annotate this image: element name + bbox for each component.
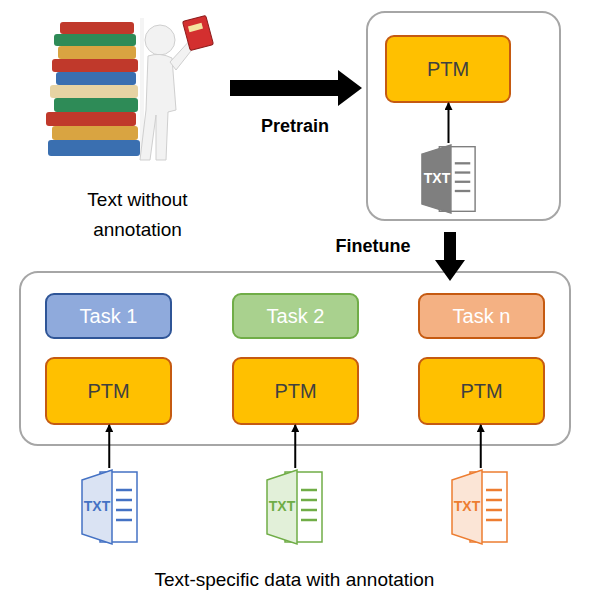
box-text: PTM [87, 380, 129, 403]
box-text: PTM [460, 380, 502, 403]
flow-arrow [294, 425, 296, 468]
box-text: PTM [427, 58, 469, 81]
data-caption: Text-specific data with annotation [0, 568, 589, 592]
flow-arrow [448, 103, 450, 143]
file-type-text: TXT [420, 170, 454, 186]
file-type-text: TXT [265, 498, 299, 514]
pretrain-container [367, 12, 560, 220]
file-type-text: TXT [80, 498, 114, 514]
illustration-caption: Text without annotation [55, 185, 220, 245]
text-file-icon: TXT [80, 468, 140, 546]
box-text: Task 1 [80, 305, 138, 328]
model-box: PTM [385, 35, 511, 103]
box-text: Task n [453, 305, 511, 328]
box-text: PTM [274, 380, 316, 403]
pretrain-arrow [230, 70, 362, 106]
pretrain-label: Pretrain [240, 115, 350, 137]
box-text: Task 2 [267, 305, 325, 328]
model-box: Task n [418, 293, 545, 339]
finetune-arrow [435, 232, 465, 281]
model-box: Task 2 [232, 293, 359, 339]
text-file-icon: TXT [420, 143, 478, 215]
text-file-icon: TXT [450, 468, 510, 546]
model-box: PTM [232, 357, 359, 425]
text-file-icon: TXT [265, 468, 325, 546]
finetune-label: Finetune [318, 235, 428, 257]
model-box: Task 1 [45, 293, 172, 339]
file-type-text: TXT [450, 498, 484, 514]
flow-arrow [480, 425, 482, 468]
books-illustration [46, 15, 213, 160]
model-box: PTM [45, 357, 172, 425]
flow-arrow [108, 425, 110, 468]
model-box: PTM [418, 357, 545, 425]
finetune-container [20, 272, 570, 445]
